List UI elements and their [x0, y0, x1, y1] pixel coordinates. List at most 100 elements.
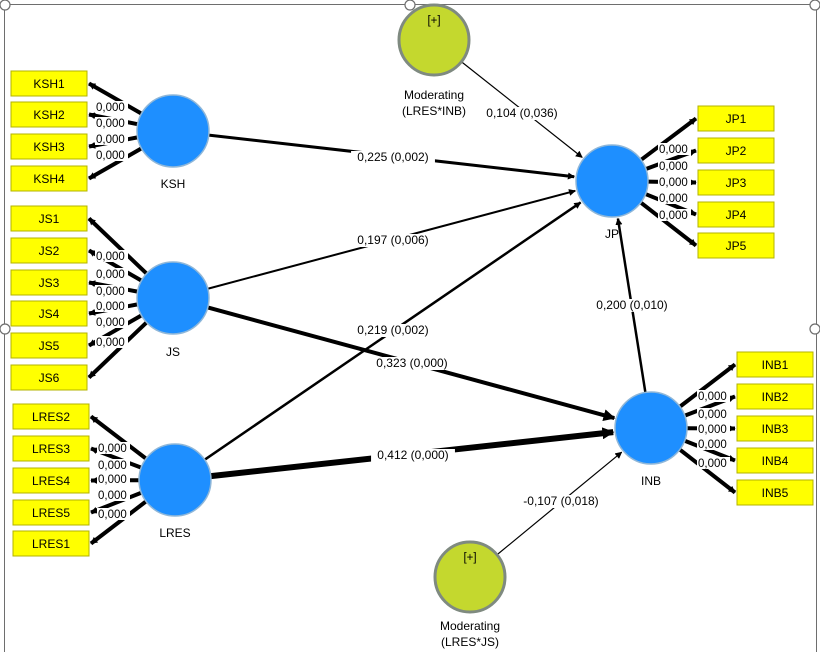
- indicator-lres2[interactable]: LRES2: [12, 403, 90, 430]
- loading-value-group: 0,000: [95, 316, 128, 329]
- resize-handle-middle-right[interactable]: [809, 323, 820, 335]
- indicator-label: KSH3: [33, 140, 65, 154]
- indicator-box[interactable]: [736, 447, 814, 474]
- indicator-inb1[interactable]: INB1: [736, 351, 814, 378]
- indicator-box[interactable]: [697, 201, 775, 228]
- loading-arrow-inb5[interactable]: [678, 448, 737, 495]
- indicator-box[interactable]: [10, 364, 88, 391]
- moderator-circle[interactable]: [433, 540, 507, 614]
- indicator-box[interactable]: [12, 530, 90, 557]
- indicator-lres5[interactable]: LRES5: [12, 499, 90, 526]
- nodes-layer: KSH1KSH2KSH3KSH4JS1JS2JS3JS4JS5JS6LRES2L…: [10, 3, 814, 649]
- loading-arrow-js6[interactable]: [87, 320, 148, 379]
- loading-value-bg: [97, 508, 130, 520]
- construct-lres[interactable]: LRES: [138, 443, 212, 540]
- indicator-box[interactable]: [12, 499, 90, 526]
- moderator-circle[interactable]: [397, 3, 471, 77]
- loading-arrow-js1[interactable]: [87, 217, 148, 276]
- indicator-js5[interactable]: JS5: [10, 332, 88, 359]
- loading-value: 0,000: [698, 458, 727, 470]
- indicator-ksh2[interactable]: KSH2: [10, 101, 88, 128]
- moderator-node-mod-inb[interactable]: [+]Moderating(LRES*INB): [397, 3, 471, 118]
- indicator-jp3[interactable]: JP3: [697, 169, 775, 196]
- loading-arrow-inb1[interactable]: [678, 362, 737, 409]
- loading-value-bg: [95, 250, 128, 262]
- indicator-jp2[interactable]: JP2: [697, 137, 775, 164]
- indicator-box[interactable]: [697, 137, 775, 164]
- indicator-box[interactable]: [12, 467, 90, 494]
- indicator-inb3[interactable]: INB3: [736, 415, 814, 442]
- indicator-jp4[interactable]: JP4: [697, 201, 775, 228]
- construct-inb[interactable]: INB: [614, 391, 688, 488]
- resize-handle-top-center[interactable]: [404, 0, 416, 11]
- construct-circle[interactable]: [138, 443, 212, 517]
- indicator-box[interactable]: [10, 332, 88, 359]
- indicator-box[interactable]: [697, 105, 775, 132]
- resize-handle-top-right[interactable]: [809, 0, 820, 11]
- resize-handle-middle-left[interactable]: [0, 323, 11, 335]
- indicator-label: INB4: [762, 454, 789, 468]
- indicator-js3[interactable]: JS3: [10, 269, 88, 296]
- loading-value: 0,000: [659, 161, 688, 173]
- indicator-ksh4[interactable]: KSH4: [10, 165, 88, 192]
- construct-circle[interactable]: [136, 261, 210, 335]
- loading-arrow-lres2[interactable]: [89, 414, 148, 461]
- indicator-js4[interactable]: JS4: [10, 300, 88, 327]
- loading-value-group: 0,000: [95, 300, 128, 313]
- loading-arrow-lres1[interactable]: [89, 499, 148, 546]
- loading-arrow-ksh1[interactable]: [88, 81, 143, 116]
- indicator-box[interactable]: [10, 165, 88, 192]
- indicator-box[interactable]: [10, 133, 88, 160]
- indicator-box[interactable]: [736, 383, 814, 410]
- moderator-node-mod-js[interactable]: [+]Moderating(LRES*JS): [433, 540, 507, 649]
- indicator-box[interactable]: [736, 479, 814, 506]
- indicator-inb2[interactable]: INB2: [736, 383, 814, 410]
- indicator-label: JP5: [726, 239, 747, 253]
- indicator-jp1[interactable]: JP1: [697, 105, 775, 132]
- construct-ksh[interactable]: KSH: [136, 94, 210, 191]
- indicator-inb5[interactable]: INB5: [736, 479, 814, 506]
- indicator-js6[interactable]: JS6: [10, 364, 88, 391]
- indicator-lres4[interactable]: LRES4: [12, 467, 90, 494]
- indicator-js2[interactable]: JS2: [10, 237, 88, 264]
- construct-circle[interactable]: [575, 144, 649, 218]
- loading-value: 0,000: [98, 509, 127, 521]
- indicator-label: KSH4: [33, 172, 65, 186]
- construct-circle[interactable]: [614, 391, 688, 465]
- indicator-jp5[interactable]: JP5: [697, 232, 775, 259]
- indicator-box[interactable]: [10, 300, 88, 327]
- indicator-box[interactable]: [697, 232, 775, 259]
- indicator-box[interactable]: [10, 101, 88, 128]
- construct-circle[interactable]: [136, 94, 210, 168]
- loading-value-bg: [658, 143, 691, 155]
- indicator-inb4[interactable]: INB4: [736, 447, 814, 474]
- indicator-lres3[interactable]: LRES3: [12, 435, 90, 462]
- construct-js[interactable]: JS: [136, 261, 210, 359]
- loading-value-bg: [97, 473, 130, 485]
- indicator-ksh3[interactable]: KSH3: [10, 133, 88, 160]
- loading-arrow-jp1[interactable]: [639, 116, 698, 162]
- resize-handle-top-left[interactable]: [0, 0, 11, 11]
- indicator-box[interactable]: [12, 435, 90, 462]
- path-coefficient-label-bg: [370, 357, 454, 370]
- indicator-ksh1[interactable]: KSH1: [10, 70, 88, 97]
- indicator-box[interactable]: [736, 415, 814, 442]
- indicator-box[interactable]: [10, 237, 88, 264]
- loading-value-group: 0,000: [95, 336, 128, 349]
- path-coefficient-label: 0,412 (0,000): [377, 448, 448, 462]
- indicator-box[interactable]: [736, 351, 814, 378]
- construct-jp[interactable]: JP: [575, 144, 649, 241]
- indicator-box[interactable]: [10, 205, 88, 232]
- loading-arrow-jp5[interactable]: [639, 201, 698, 248]
- indicator-js1[interactable]: JS1: [10, 205, 88, 232]
- indicator-box[interactable]: [697, 169, 775, 196]
- indicator-box[interactable]: [12, 403, 90, 430]
- indicator-lres1[interactable]: LRES1: [12, 530, 90, 557]
- indicator-box[interactable]: [10, 269, 88, 296]
- loading-arrow-ksh4[interactable]: [88, 146, 143, 181]
- indicator-box[interactable]: [10, 70, 88, 97]
- labels-layer: 0,0000,0000,0000,0000,0000,0000,0000,000…: [95, 101, 730, 521]
